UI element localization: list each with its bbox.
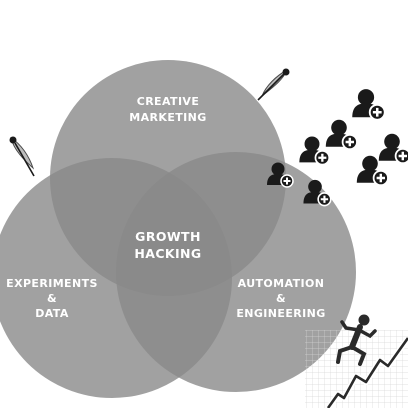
- running-man-icon: [336, 314, 377, 366]
- creative-marketing-line-2: MARKETING: [129, 111, 206, 124]
- growth-hacking-line-2: HACKING: [134, 246, 201, 261]
- automation-engineering-line-3: ENGINEERING: [236, 307, 325, 320]
- feather-pen-icon: [9, 136, 35, 177]
- automation-engineering-line-2: &: [276, 292, 286, 305]
- add-user-icon: [377, 132, 408, 165]
- automation-engineering-circle: [116, 152, 356, 392]
- venn-circles: [0, 60, 356, 398]
- growth-hacking-line-1: GROWTH: [135, 229, 201, 244]
- add-user-icon: [351, 87, 386, 121]
- growth-hacking-label: GROWTH HACKING: [134, 229, 201, 261]
- experiments-data-line-3: DATA: [35, 307, 69, 320]
- automation-engineering-line-1: AUTOMATION: [238, 277, 325, 290]
- feather-pen-icon: [257, 68, 290, 101]
- creative-marketing-label: CREATIVE MARKETING: [129, 95, 206, 124]
- experiments-data-line-1: EXPERIMENTS: [6, 277, 98, 290]
- automation-engineering-label: AUTOMATION & ENGINEERING: [236, 277, 325, 320]
- experiments-data-line-2: &: [47, 292, 57, 305]
- creative-marketing-line-1: CREATIVE: [137, 95, 200, 108]
- add-user-icon: [324, 118, 359, 151]
- add-user-icon: [298, 135, 331, 166]
- experiments-data-label: EXPERIMENTS & DATA: [6, 277, 98, 320]
